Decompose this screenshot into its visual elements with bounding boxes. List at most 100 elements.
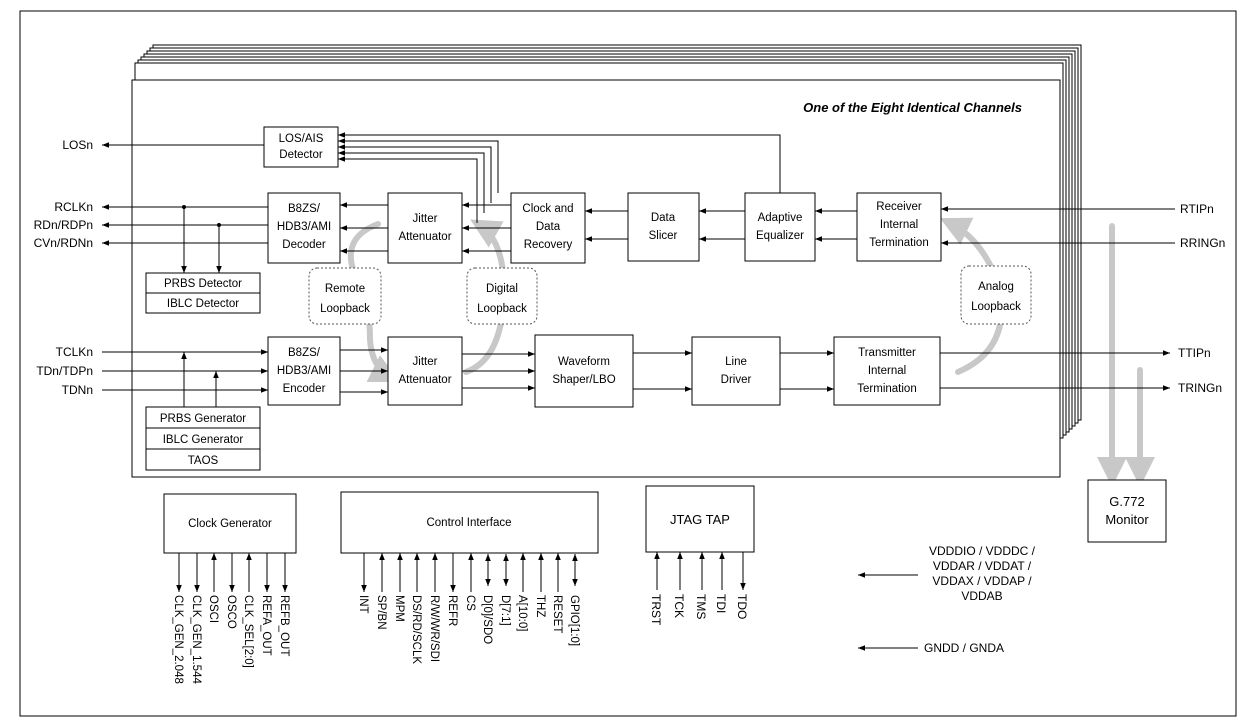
svg-text:Receiver: Receiver (876, 201, 922, 213)
rx-signal-lines (102, 132, 1175, 273)
svg-text:D[7:1]: D[7:1] (499, 595, 511, 626)
control-interface: Control Interface (340, 491, 599, 554)
svg-text:Attenuator: Attenuator (398, 374, 451, 386)
signal-rdn: RDn/RDPn (34, 218, 93, 232)
clock-data-recovery: Clock and Data Recovery (510, 192, 586, 264)
rx-decoder: B8ZS/ HDB3/AMI Decoder (267, 192, 341, 264)
signal-rclkn: RCLKn (54, 200, 93, 214)
power-supplies: VDDDIO / VDDDC / VDDAR / VDDAT / VDDAX /… (858, 544, 1036, 603)
los-ais-detector: LOS/AIS Detector (263, 126, 339, 168)
receiver-termination: Receiver Internal Termination (856, 192, 942, 262)
svg-text:TAOS: TAOS (188, 455, 219, 467)
outer-frame (19, 10, 1237, 717)
svg-text:TDI: TDI (714, 594, 728, 613)
svg-text:Loopback: Loopback (971, 301, 1021, 313)
clock-pins: CLK_GEN_2.048 CLK_GEN_1.544 OSCI OSCO CL… (172, 553, 290, 684)
svg-text:REFR: REFR (446, 595, 458, 626)
signal-tdn: TDn/TDPn (36, 364, 93, 378)
svg-text:JTAG TAP: JTAG TAP (670, 512, 730, 527)
ground-supplies: GNDD / GNDA (858, 641, 1004, 655)
jtag-tap: JTAG TAP (645, 485, 755, 553)
svg-text:Internal: Internal (868, 365, 906, 377)
svg-text:LOS/AIS: LOS/AIS (279, 133, 324, 145)
waveform-shaper: Waveform Shaper/LBO (534, 334, 634, 408)
svg-text:VDDDIO / VDDDC /: VDDDIO / VDDDC / (929, 544, 1036, 558)
svg-text:Analog: Analog (978, 281, 1014, 293)
svg-text:INT: INT (357, 595, 369, 614)
svg-text:TDO: TDO (735, 594, 749, 619)
svg-text:D[0]/SDO: D[0]/SDO (481, 595, 493, 644)
svg-text:HDB3/AMI: HDB3/AMI (277, 221, 331, 233)
svg-text:Line: Line (725, 356, 747, 368)
svg-text:MPM: MPM (393, 595, 405, 622)
svg-text:Loopback: Loopback (320, 303, 370, 315)
svg-text:Equalizer: Equalizer (756, 230, 804, 242)
svg-text:IBLC Detector: IBLC Detector (167, 298, 239, 310)
jtag-pins: TRST TCK TMS TDI TDO (649, 552, 749, 626)
svg-text:Jitter: Jitter (413, 356, 438, 368)
svg-text:HDB3/AMI: HDB3/AMI (277, 365, 331, 377)
svg-text:Driver: Driver (721, 374, 752, 386)
signal-ttipn: TTIPn (1178, 346, 1211, 360)
svg-text:Control Interface: Control Interface (426, 517, 511, 529)
svg-text:Decoder: Decoder (282, 239, 326, 251)
svg-text:THZ: THZ (534, 595, 546, 617)
svg-text:RESET: RESET (551, 595, 563, 633)
tx-signal-lines (102, 347, 1170, 407)
svg-text:GPIO[1:0]: GPIO[1:0] (568, 595, 580, 646)
signal-tclkn: TCLKn (56, 345, 93, 359)
svg-text:Adaptive: Adaptive (758, 212, 803, 224)
svg-text:TMS: TMS (694, 594, 708, 619)
data-slicer: Data Slicer (627, 192, 700, 262)
svg-text:CS: CS (464, 595, 476, 611)
svg-text:VDDAX / VDDAP /: VDDAX / VDDAP / (932, 574, 1032, 588)
g772-monitor: G.772 Monitor (1087, 479, 1167, 543)
svg-text:VDDAB: VDDAB (961, 589, 1002, 603)
svg-text:Termination: Termination (857, 383, 916, 395)
svg-text:OSCI: OSCI (207, 595, 219, 623)
svg-text:B8ZS/: B8ZS/ (288, 347, 321, 359)
svg-text:Shaper/LBO: Shaper/LBO (552, 374, 615, 386)
svg-text:REFB_OUT: REFB_OUT (278, 595, 290, 656)
svg-text:DS/RD/SCLK: DS/RD/SCLK (410, 595, 422, 664)
signal-cvn: CVn/RDNn (34, 236, 93, 250)
prbs-iblc-generator: PRBS Generator IBLC Generator TAOS (145, 406, 261, 471)
svg-text:A[10:0]: A[10:0] (516, 595, 528, 631)
svg-text:Clock Generator: Clock Generator (188, 518, 272, 530)
svg-text:Monitor: Monitor (1105, 512, 1149, 527)
svg-text:Recovery: Recovery (524, 239, 573, 251)
svg-text:B8ZS/: B8ZS/ (288, 203, 321, 215)
svg-text:G.772: G.772 (1109, 494, 1144, 509)
svg-text:Attenuator: Attenuator (398, 231, 451, 243)
svg-text:TRST: TRST (649, 594, 663, 626)
svg-text:CLK_SEL[2:0]: CLK_SEL[2:0] (242, 595, 254, 668)
clock-generator: Clock Generator (163, 493, 297, 554)
svg-text:PRBS Detector: PRBS Detector (164, 278, 242, 290)
svg-text:SP/BN: SP/BN (375, 595, 387, 630)
svg-text:CLK_GEN_1.544: CLK_GEN_1.544 (190, 595, 202, 684)
svg-text:Loopback: Loopback (477, 303, 527, 315)
signal-tdnn: TDNn (62, 383, 93, 397)
tx-jitter-attenuator: Jitter Attenuator (387, 336, 463, 406)
svg-text:Slicer: Slicer (649, 230, 678, 242)
svg-text:VDDAR / VDDAT /: VDDAR / VDDAT / (933, 559, 1032, 573)
svg-text:PRBS Generator: PRBS Generator (160, 413, 246, 425)
svg-text:REFA_OUT: REFA_OUT (260, 595, 272, 656)
svg-text:Detector: Detector (279, 149, 323, 161)
signal-losn: LOSn (62, 138, 93, 152)
svg-text:GNDD / GNDA: GNDD / GNDA (924, 641, 1004, 655)
analog-loopback-label: Analog Loopback (960, 265, 1032, 325)
adaptive-equalizer: Adaptive Equalizer (744, 192, 816, 262)
svg-text:Waveform: Waveform (558, 356, 610, 368)
remote-loopback-label: Remote Loopback (308, 267, 382, 325)
prbs-iblc-detector: PRBS Detector IBLC Detector (145, 272, 261, 314)
svg-text:R/W/WR/SDI: R/W/WR/SDI (428, 595, 440, 662)
signal-rringn: RRINGn (1180, 236, 1225, 250)
svg-text:Digital: Digital (486, 283, 518, 295)
svg-text:Internal: Internal (880, 219, 918, 231)
svg-text:Clock and: Clock and (522, 203, 573, 215)
signal-tringn: TRINGn (1178, 381, 1222, 395)
tx-encoder: B8ZS/ HDB3/AMI Encoder (267, 336, 341, 406)
svg-text:IBLC Generator: IBLC Generator (163, 434, 244, 446)
